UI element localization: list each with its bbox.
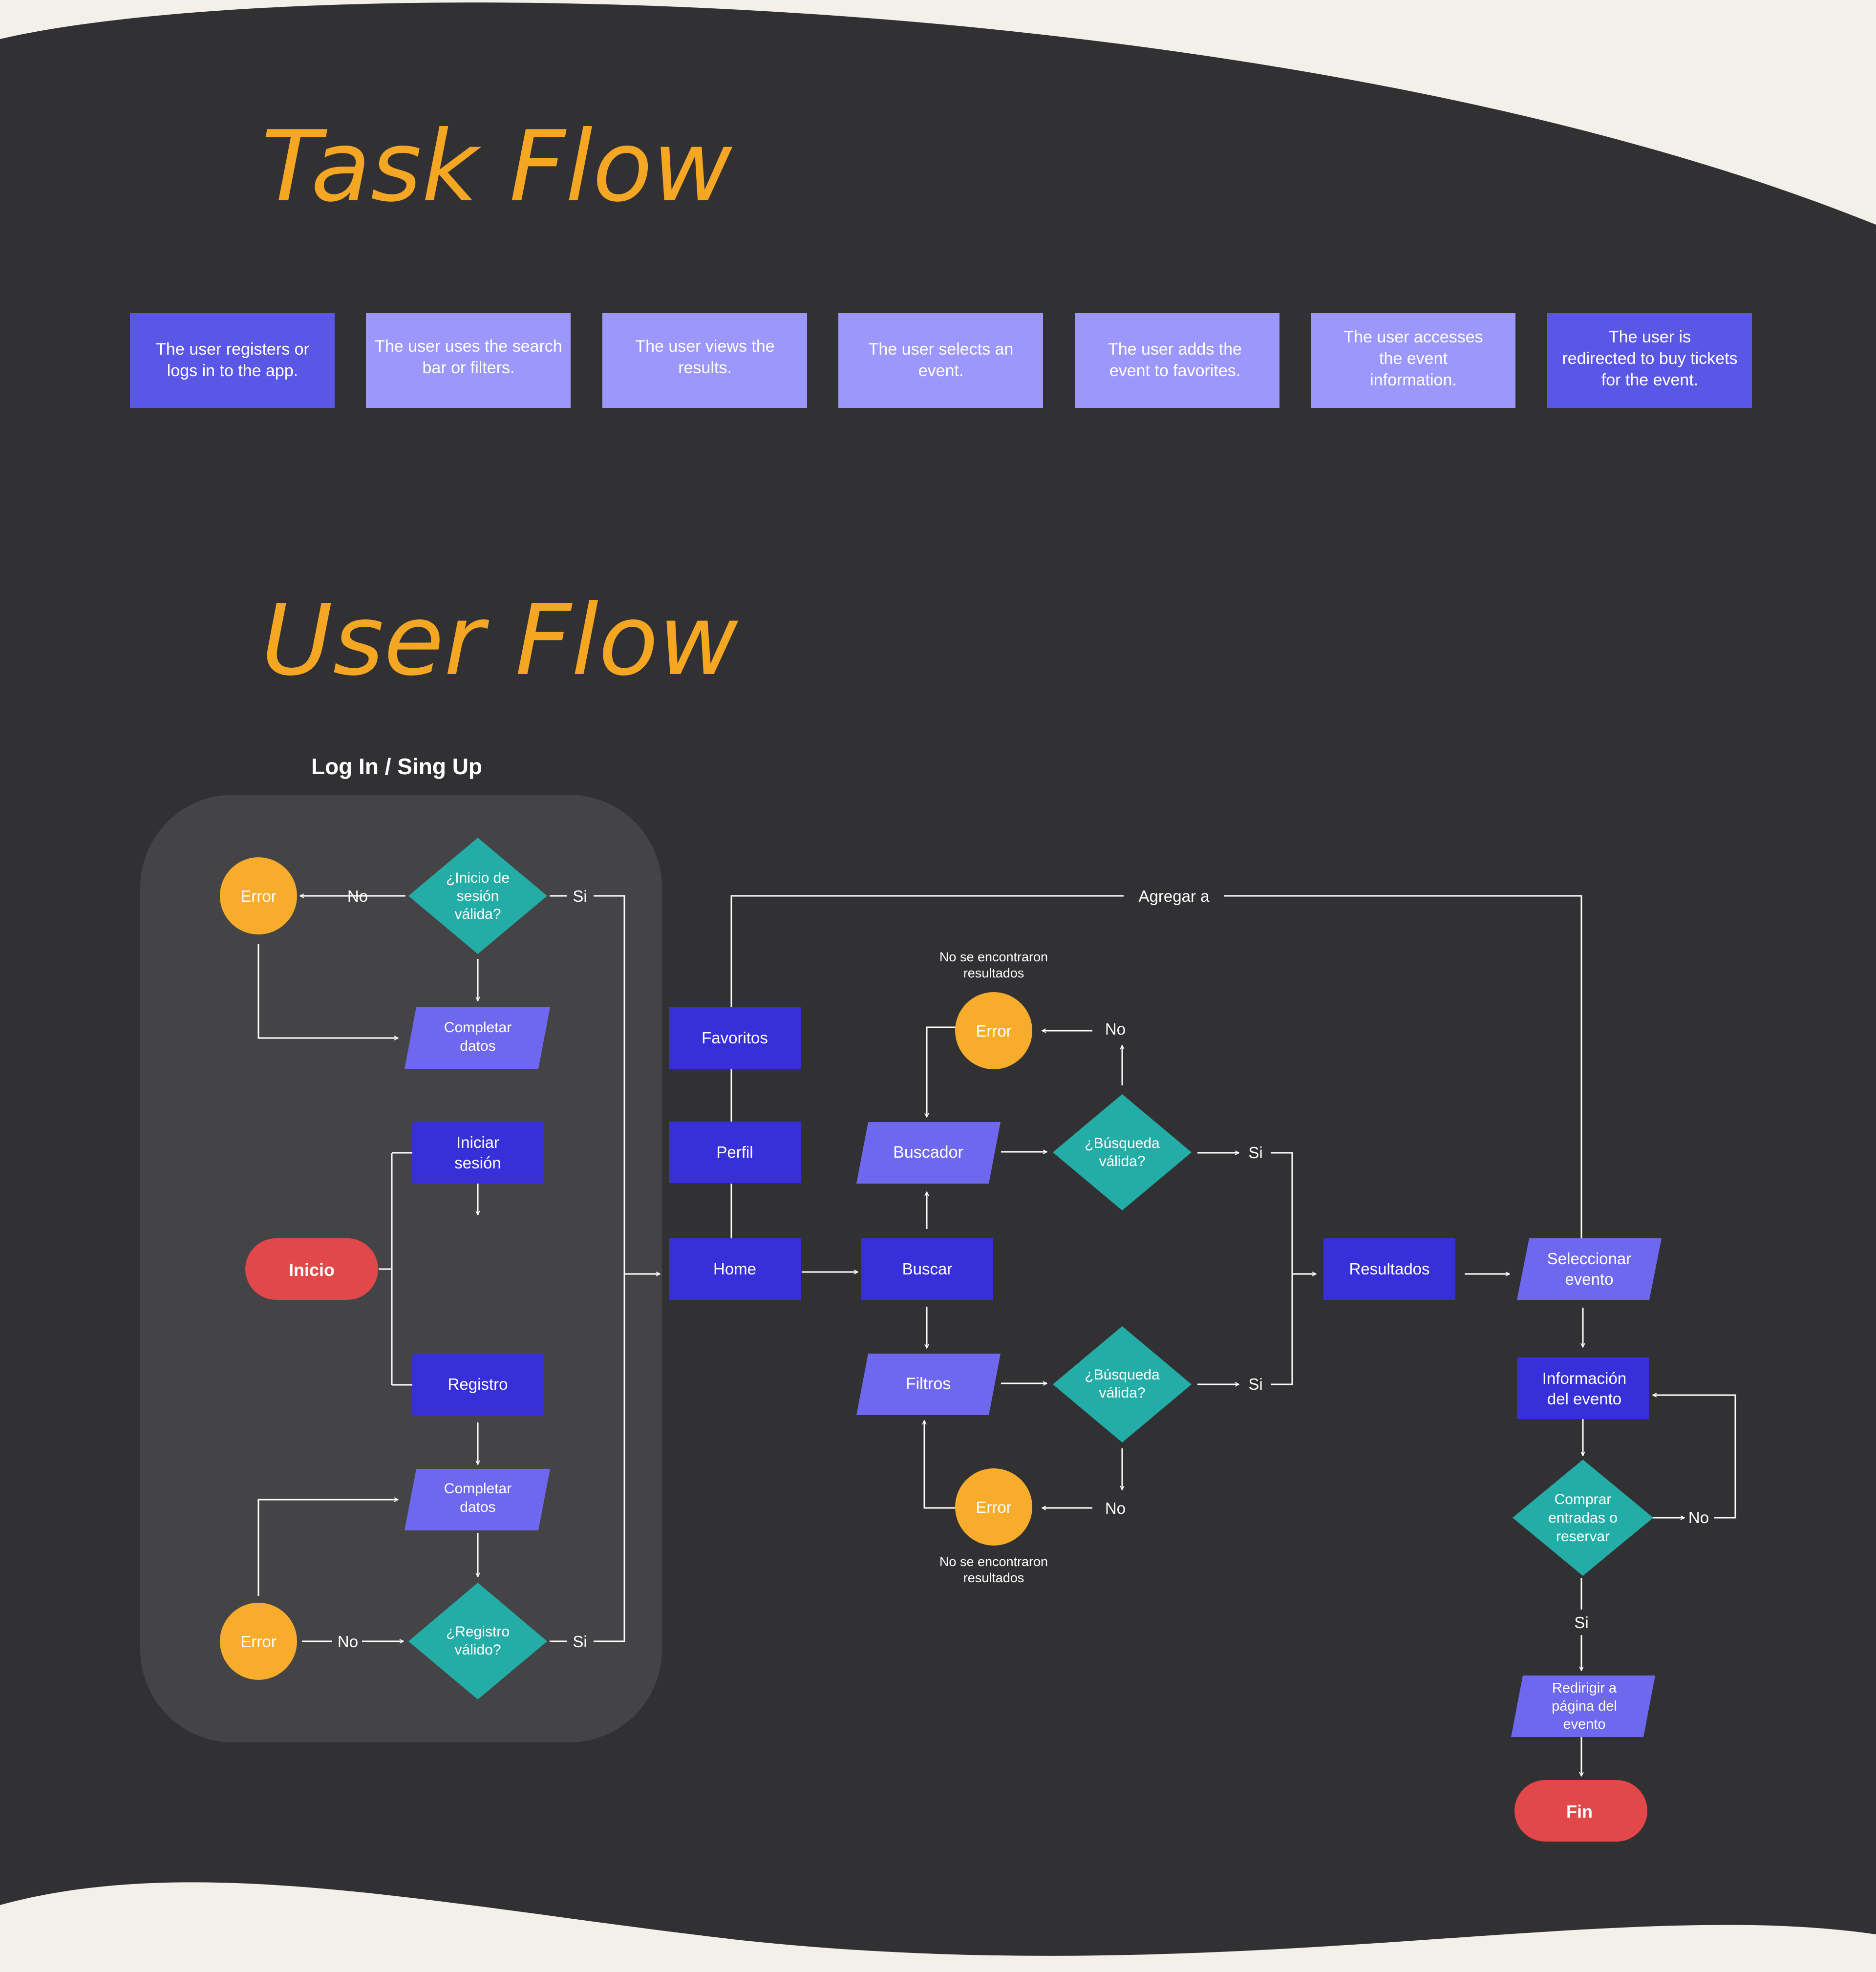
filtros-label: Filtros <box>906 1375 951 1393</box>
arrow-error-to-buscador <box>927 1026 957 1117</box>
buscador-label: Buscador <box>893 1143 963 1162</box>
resultados-box: Resultados <box>1323 1238 1455 1300</box>
favoritos-label: Favoritos <box>702 1029 768 1047</box>
perfil-label: Perfil <box>716 1143 753 1161</box>
agregar-line <box>730 895 1582 1238</box>
arrow-error-to-completar <box>257 944 398 1038</box>
login-si-rail <box>550 895 625 1642</box>
connectors <box>257 895 1736 1776</box>
edge-labels: No Si No Si Agregar a No Si No Si No Si <box>338 887 1709 1651</box>
resultados-label: Resultados <box>1349 1260 1429 1278</box>
task-flow-title: Task Flow <box>261 110 732 224</box>
search-error-top-label: Error <box>976 1022 1011 1040</box>
comprar-si-label: Si <box>1574 1613 1588 1632</box>
login-error-circle: Error <box>220 857 297 934</box>
login-group-panel <box>140 795 662 1742</box>
fin-terminal: Fin <box>1514 1780 1647 1842</box>
search-top-no-label: No <box>1105 1020 1126 1038</box>
arrow-error-to-filtros <box>924 1421 957 1509</box>
arrow-error-to-completar-reg <box>257 1500 398 1596</box>
favoritos-box: Favoritos <box>669 1007 801 1069</box>
search-error-top-circle: Error <box>955 992 1032 1069</box>
home-box: Home <box>669 1238 801 1300</box>
login-si-label: Si <box>573 887 587 905</box>
home-label: Home <box>713 1260 756 1278</box>
fin-label: Fin <box>1566 1802 1593 1822</box>
inicio-branch-line <box>379 1152 412 1386</box>
registro-label: Registro <box>448 1375 508 1393</box>
login-error-label: Error <box>240 887 276 905</box>
si-merge-rail <box>1271 1152 1293 1385</box>
perfil-box: Perfil <box>669 1122 801 1183</box>
search-bottom-no-label: No <box>1105 1499 1126 1517</box>
search-error-bottom-label: Error <box>976 1498 1011 1516</box>
registro-box: Registro <box>412 1354 544 1415</box>
filtros-shape: Filtros <box>856 1354 1001 1415</box>
inicio-terminal: Inicio <box>245 1238 378 1300</box>
inicio-label: Inicio <box>289 1260 335 1280</box>
user-flow-title: User Flow <box>261 584 738 698</box>
buscador-shape: Buscador <box>856 1122 1001 1184</box>
registro-error-circle: Error <box>220 1603 297 1680</box>
agregar-label: Agregar a <box>1139 887 1210 905</box>
comprar-no-label: No <box>1688 1508 1709 1527</box>
registro-no-label: No <box>338 1633 358 1651</box>
buscar-label: Buscar <box>902 1260 953 1278</box>
search-bottom-si-label: Si <box>1248 1375 1262 1393</box>
registro-error-label: Error <box>240 1633 276 1651</box>
search-error-bottom-circle: Error <box>955 1468 1032 1546</box>
registro-si-label: Si <box>573 1633 587 1651</box>
login-no-label: No <box>347 887 368 905</box>
arrow-no-back-to-info <box>1653 1395 1736 1519</box>
group-title: Log In / Sing Up <box>311 754 482 779</box>
buscar-box: Buscar <box>861 1238 993 1300</box>
search-top-si-label: Si <box>1248 1144 1262 1162</box>
